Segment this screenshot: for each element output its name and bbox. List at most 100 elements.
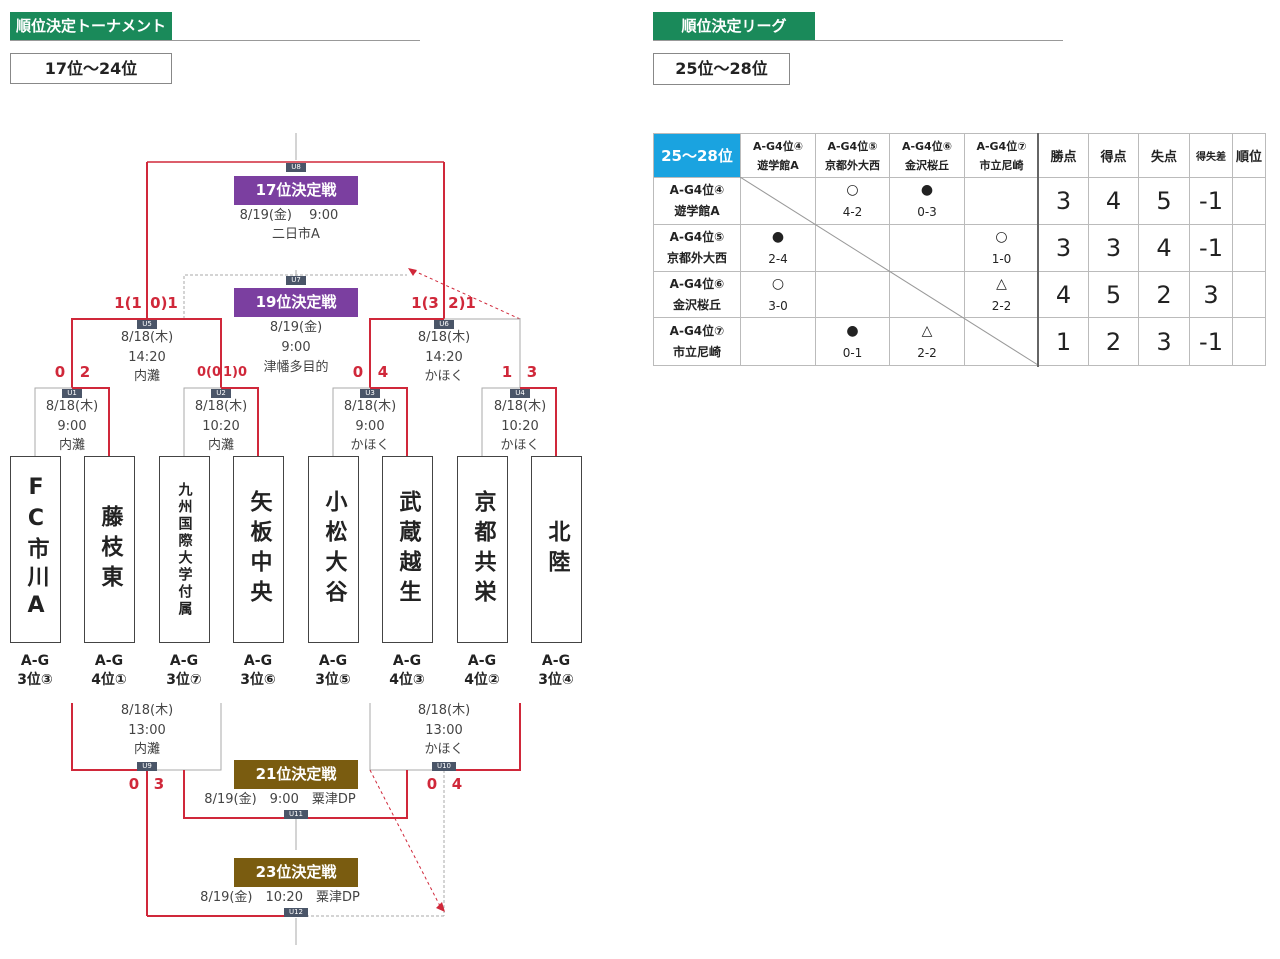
match-code-u4: U4 [510, 389, 530, 398]
final-17-venue: 二日市A [272, 227, 320, 242]
team-code-line: A-G [318, 653, 348, 669]
match-u4-time: 10:20 [501, 418, 539, 434]
match-u2-score-left: 0(0 [196, 365, 222, 380]
col-line1: A-G4位⑦ [976, 139, 1027, 153]
result-symbol: ● [920, 182, 934, 198]
stat-goals-against: 4 [1138, 224, 1190, 272]
match-u6-date: 8/18(木) [417, 330, 471, 345]
stat-points: 4 [1038, 271, 1089, 318]
result-symbol: △ [996, 275, 1007, 292]
col-line2: 市立尼崎 [979, 158, 1024, 172]
match-u2-venue: 内灘 [207, 438, 234, 453]
match-u10-date: 8/18(木) [417, 703, 471, 718]
league-col-4: A-G4位⑦ 市立尼崎 [964, 133, 1039, 178]
league-header-line [653, 40, 1063, 41]
col-line2: 金沢桜丘 [905, 158, 949, 172]
team-code-line: 3位⑤ [315, 672, 351, 688]
team-box-8: 北陸 [531, 456, 582, 643]
league-range: 25位〜28位 [653, 53, 790, 85]
team-code-line: 4位① [91, 672, 127, 688]
match-u3-time: 9:00 [355, 418, 385, 434]
team-code-3: A-G 3位⑦ [154, 652, 214, 690]
match-code-u10: U10 [432, 762, 456, 771]
match-u5-info: 8/18(木) 14:20 内灘 [121, 328, 173, 387]
league-separator [1037, 133, 1039, 367]
match-u5-score-right: 0)1 [150, 294, 178, 312]
result-symbol: ○ [771, 275, 785, 292]
match-code-u12: U12 [284, 908, 308, 917]
result-score: 2-4 [768, 252, 788, 266]
row-line1: A-G4位⑦ [669, 323, 725, 338]
final-17-datetime: 8/19(金) 9:00 [239, 208, 339, 223]
match-u1-info: 8/18(木) 9:00 内灘 [46, 397, 98, 456]
match-u6-time: 14:20 [425, 349, 463, 365]
team-code-line: 3位③ [17, 672, 53, 688]
col-line1: A-G4位④ [752, 139, 804, 153]
match-u2-score-right: 1)0 [222, 365, 248, 380]
team-code-line: A-G [20, 653, 50, 669]
team-code-line: A-G [94, 653, 124, 669]
match-code-u11: U11 [284, 810, 308, 819]
team-box-2: 藤枝東 [84, 456, 135, 643]
league-cell-result: ● 0-3 [889, 177, 965, 225]
row-line2: 京都外大西 [666, 251, 727, 265]
stat-header-goals-for: 得点 [1088, 133, 1139, 178]
match-u10-time: 13:00 [425, 722, 463, 738]
team-name: FC市川A [23, 475, 49, 624]
result-score: 0-3 [917, 205, 937, 219]
league-cell-result: ○4-2 [815, 177, 890, 225]
final-19-time: 9:00 [281, 340, 311, 355]
match-code-u8: U8 [286, 163, 306, 172]
team-box-7: 京都共栄 [457, 456, 508, 643]
stat-goals-against: 3 [1138, 317, 1190, 366]
team-code-line: A-G [243, 653, 273, 669]
match-u4-score-right: 3 [526, 363, 538, 381]
league-cell-result: ○ 1-0 [964, 224, 1039, 272]
match-u10-venue: かほく [424, 742, 464, 757]
team-name: 九州国際大学付属 [176, 481, 193, 618]
team-code-8: A-G 3位④ [526, 652, 586, 690]
result-score: 3-0 [768, 298, 788, 313]
stat-goals-against: 5 [1138, 177, 1190, 225]
match-u9-date: 8/18(木) [120, 703, 174, 718]
team-code-6: A-G 4位③ [377, 652, 437, 690]
match-u9-score-right: 3 [153, 775, 165, 793]
league-cell-result [815, 271, 890, 318]
team-code-4: A-G 3位⑥ [228, 652, 288, 690]
team-name: 京都共栄 [470, 489, 496, 610]
team-code-2: A-G 4位① [79, 652, 139, 690]
stat-goal-diff: -1 [1189, 177, 1233, 225]
match-u2-time: 10:20 [202, 418, 240, 434]
team-name: 北陸 [544, 519, 570, 580]
team-code-1: A-G 3位③ [5, 652, 65, 690]
final-19-venue: 津幡多目的 [263, 360, 329, 375]
final-21-label: 21位決定戦 [234, 760, 358, 789]
match-code-u1: U1 [62, 389, 82, 398]
match-u1-score-left: 0 [54, 363, 66, 381]
tournament-range: 17位〜24位 [10, 53, 172, 84]
match-u5-time: 14:20 [128, 349, 166, 365]
result-symbol: ○ [995, 229, 1008, 245]
stat-points: 3 [1038, 224, 1089, 272]
match-code-u9: U9 [137, 762, 157, 771]
stat-points: 1 [1038, 317, 1089, 366]
match-u1-score-right: 2 [79, 363, 91, 381]
result-score: 0-1 [842, 345, 863, 360]
match-u5-score-left: 1(1 [114, 294, 142, 312]
col-line1: A-G4位⑤ [827, 139, 878, 153]
result-score: 1-0 [991, 252, 1012, 266]
match-u2-date: 8/18(木) [194, 399, 248, 414]
match-u3-score-right: 4 [377, 363, 389, 381]
match-u3-score-left: 0 [352, 363, 364, 381]
match-code-u7: U7 [286, 276, 306, 285]
league-header: 順位決定リーグ [653, 12, 815, 40]
team-code-line: 3位⑦ [166, 672, 202, 688]
